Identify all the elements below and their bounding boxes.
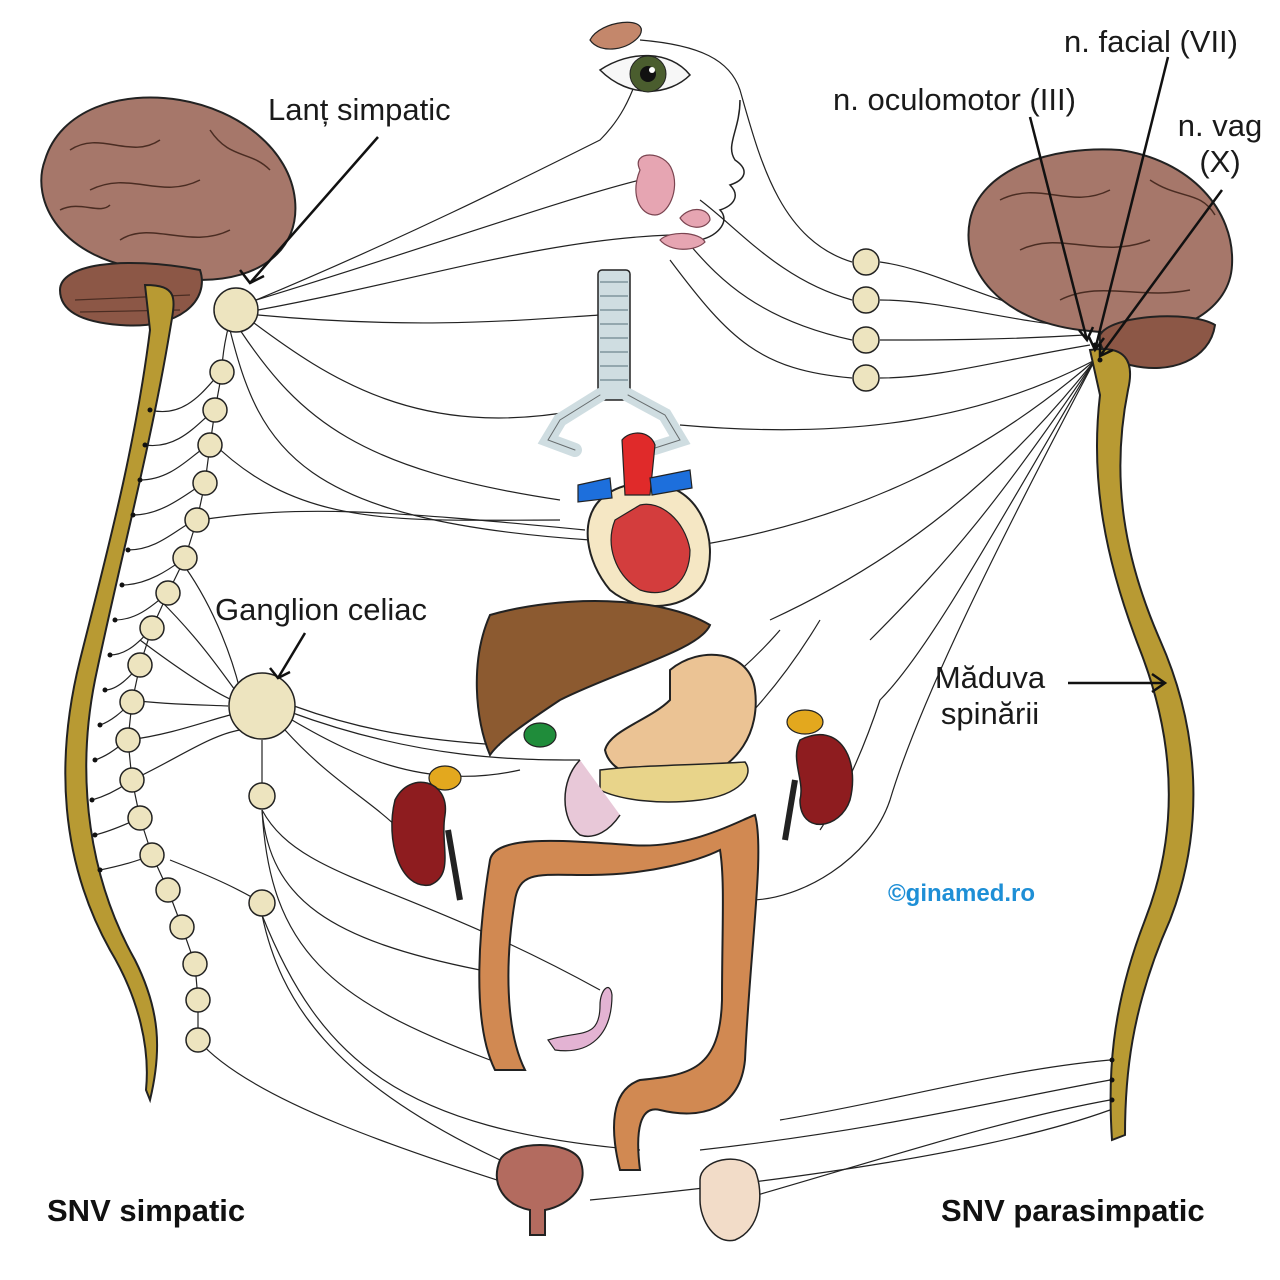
label-n-vag-line2: (X) [1199, 143, 1241, 179]
label-n-facial: n. facial (VII) [1064, 24, 1238, 59]
label-maduva-line1: Măduva [934, 660, 1046, 695]
left-cord-dots [89, 407, 153, 873]
gallbladder [523, 722, 557, 748]
right-spinal-cord [1088, 348, 1195, 1142]
parasympathetic-cranial-ganglia [852, 248, 880, 392]
label-n-vag: n. vag (X) [1170, 108, 1270, 179]
bladder-organ [495, 1144, 584, 1236]
kidneys [391, 709, 854, 901]
face-profile [699, 99, 745, 241]
watermark: ©ginamed.ro [888, 880, 1036, 907]
heart-organ [577, 432, 711, 607]
liver-organ [475, 600, 712, 758]
eye-organ [589, 21, 692, 93]
left-spinal-cord [64, 283, 175, 1104]
label-n-vag-line1: n. vag [1177, 108, 1263, 143]
label-n-oculomotor: n. oculomotor (III) [833, 82, 1076, 117]
trachea-bronchi [537, 269, 691, 457]
label-arrows [239, 56, 1224, 694]
label-ganglion-celiac: Ganglion celiac [215, 592, 427, 627]
left-brain [40, 96, 297, 327]
label-maduva-spinarii: Măduva spinării [915, 660, 1065, 731]
title-snv-parasimpatic: SNV parasimpatic [941, 1193, 1205, 1228]
right-brain [967, 148, 1234, 370]
label-maduva-line2: spinării [940, 695, 1040, 731]
small-intestine [547, 987, 613, 1052]
genital-organ [699, 1158, 761, 1242]
label-lant-simpatic: Lanț simpatic [268, 92, 451, 127]
salivary-glands [635, 154, 711, 250]
pancreas-organ [599, 761, 749, 803]
large-intestine [478, 813, 760, 1171]
title-snv-simpatic: SNV simpatic [47, 1193, 246, 1228]
duodenum [564, 759, 621, 837]
sympathetic-chain-ganglia [115, 287, 296, 1053]
celiac-ganglion [228, 672, 296, 740]
